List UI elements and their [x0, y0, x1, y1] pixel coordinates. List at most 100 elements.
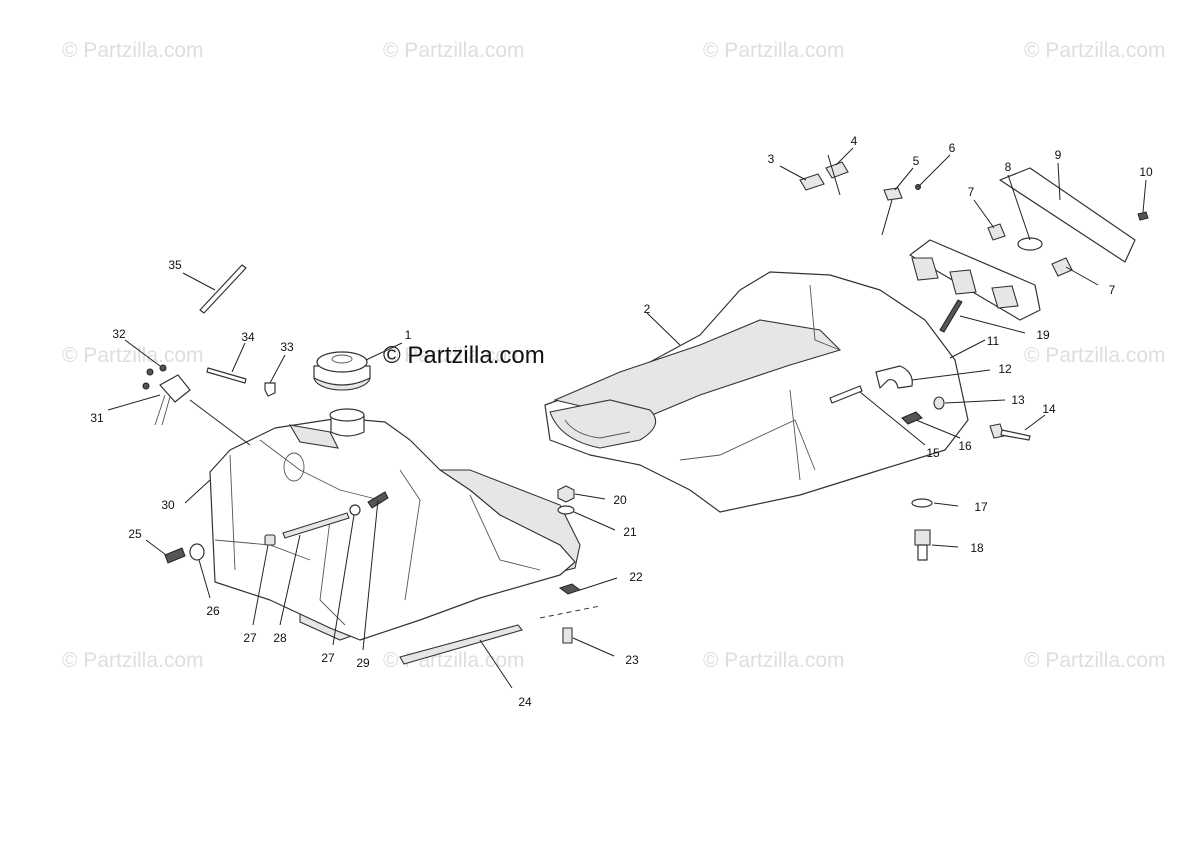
clip-33 — [264, 382, 276, 397]
tank-contour-3 — [319, 519, 346, 626]
watermark-12: © Partzilla.com — [1024, 649, 1166, 672]
callout-9: 9 — [1055, 148, 1062, 162]
callout-33: 33 — [280, 340, 294, 354]
washer-17 — [911, 498, 933, 508]
leader-34 — [231, 342, 246, 373]
callout-21: 21 — [623, 525, 637, 539]
clip-5 — [883, 187, 903, 201]
filler-neck-top — [329, 408, 365, 422]
screw-32b — [146, 368, 154, 376]
leader-33 — [269, 354, 286, 384]
leader-24 — [479, 639, 513, 689]
nut-20 — [557, 485, 575, 503]
callout-18: 18 — [970, 541, 984, 555]
callout-6: 6 — [949, 141, 956, 155]
callout-30: 30 — [161, 498, 175, 512]
leader-22 — [579, 577, 618, 591]
leader-4 — [835, 147, 854, 166]
callout-12: 12 — [998, 362, 1012, 376]
sender-plate-31 — [159, 374, 191, 403]
seat-contour-2 — [679, 419, 816, 471]
callout-15: 15 — [926, 446, 940, 460]
taillight-lens-left — [911, 257, 939, 281]
callout-10: 10 — [1139, 165, 1153, 179]
leader-32 — [124, 339, 161, 367]
bar-24 — [399, 624, 523, 665]
seat-front-opening — [549, 399, 657, 449]
socket-7b — [1051, 257, 1073, 277]
tank-contour-5 — [469, 494, 541, 571]
watermark-1: © Partzilla.com — [62, 39, 204, 62]
callout-25: 25 — [128, 527, 142, 541]
callout-11: 11 — [987, 334, 1000, 348]
alignment-line — [539, 605, 601, 619]
leader-9 — [1057, 162, 1061, 201]
leader-lines — [107, 147, 1147, 689]
leader-29 — [362, 499, 379, 651]
leader-25 — [145, 539, 167, 556]
callout-35: 35 — [168, 258, 182, 272]
watermark-9: © Partzilla.com — [62, 649, 204, 672]
rod-28 — [282, 512, 350, 539]
tank-contour-1 — [229, 454, 236, 571]
bolt-18-shank — [917, 544, 928, 561]
leader-16 — [915, 419, 961, 439]
seat-assembly — [544, 271, 1031, 561]
wire-harness-19 — [939, 299, 963, 333]
callout-20: 20 — [613, 493, 627, 507]
leader-4b — [827, 154, 841, 196]
callout-32: 32 — [112, 327, 126, 341]
tank-top-panel — [288, 424, 339, 449]
leader-8 — [1007, 174, 1031, 241]
leader-1 — [365, 342, 403, 361]
fuel-tank-assembly — [209, 351, 581, 641]
washer-21 — [557, 505, 575, 515]
tank-plug — [264, 534, 276, 546]
leader-26 — [198, 559, 211, 599]
watermark-11: © Partzilla.com — [703, 649, 845, 672]
watermark-8: © Partzilla.com — [1024, 344, 1166, 367]
leader-23 — [572, 637, 615, 657]
leader-15 — [859, 391, 926, 446]
washer-26 — [189, 543, 205, 561]
callout-8: 8 — [1005, 160, 1012, 174]
fuel-cap-top — [316, 351, 368, 373]
taillight-assembly — [799, 161, 1149, 333]
tank-contour-2 — [259, 439, 381, 501]
sender-wire-a — [154, 394, 166, 426]
leader-5 — [894, 167, 914, 191]
callout-22: 22 — [629, 570, 643, 584]
callout-23: 23 — [625, 653, 639, 667]
sender-wire-b — [161, 396, 171, 426]
leader-35 — [182, 272, 216, 291]
rod-34 — [206, 367, 247, 384]
bulb-8 — [1017, 237, 1043, 251]
brand-label: © Partzilla.com — [383, 342, 545, 369]
taillight-lens-mid — [949, 269, 977, 295]
seat-contour-1 — [809, 284, 841, 351]
fuel-cap-knob — [331, 354, 353, 364]
socket-7a — [987, 223, 1006, 241]
leader-17 — [933, 502, 959, 507]
washer-13 — [933, 396, 945, 410]
screw-10 — [1137, 211, 1149, 221]
leader-5b — [881, 199, 893, 236]
callout-7b: 7 — [1109, 283, 1116, 297]
clip-3 — [799, 173, 825, 191]
callout-5: 5 — [913, 154, 920, 168]
callout-7a: 7 — [968, 185, 975, 199]
tank-hardware — [142, 264, 601, 665]
watermark-2: © Partzilla.com — [383, 39, 525, 62]
callout-27a: 27 — [243, 631, 257, 645]
drain-fitting-25 — [164, 547, 186, 564]
leader-7b — [1065, 266, 1099, 286]
leader-28 — [279, 534, 301, 626]
tank-grommet — [349, 504, 361, 516]
leader-2 — [646, 312, 681, 346]
callout-16: 16 — [958, 439, 972, 453]
callout-31: 31 — [90, 411, 104, 425]
callout-28: 28 — [273, 631, 287, 645]
leader-19 — [959, 315, 1026, 334]
callout-4: 4 — [851, 134, 858, 148]
